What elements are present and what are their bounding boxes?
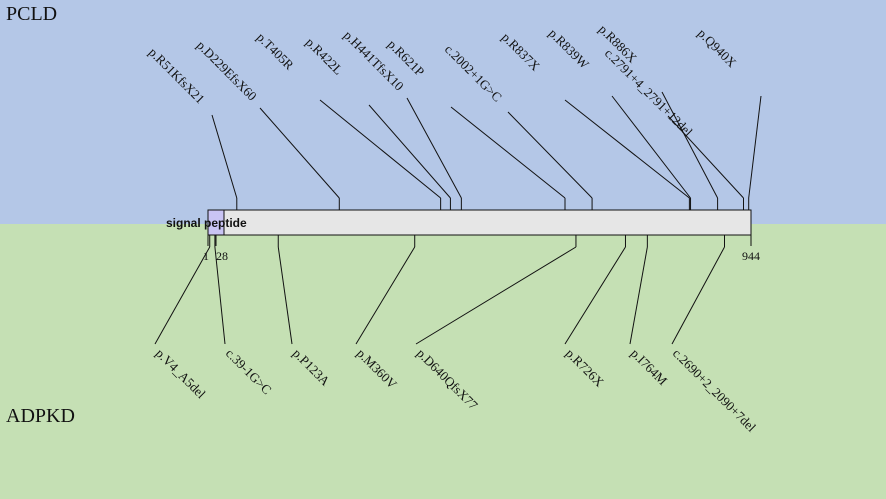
variant-leader-line	[415, 246, 577, 345]
variant-leader-line	[406, 97, 462, 199]
variant-leader-line	[611, 95, 691, 199]
protein-bar-group: signal peptide	[166, 209, 752, 236]
variant-leader-line	[564, 99, 690, 199]
variant-leader-line	[564, 246, 626, 345]
variant-leader-line	[661, 91, 719, 199]
position-label-start: 1	[203, 249, 209, 263]
variant-leader-line	[671, 246, 725, 345]
pcld-region-label: PCLD	[6, 3, 57, 25]
adpkd-region-background	[0, 224, 886, 499]
position-label-end: 944	[742, 249, 760, 263]
variant-leader-line	[319, 99, 441, 199]
variant-leader-line	[214, 246, 226, 345]
variant-leader-line	[450, 106, 566, 199]
variant-leader-line	[355, 246, 416, 345]
variant-leader-line	[368, 104, 451, 199]
variant-leader-line	[748, 95, 762, 199]
variant-leader-line	[211, 114, 238, 199]
protein-bar	[207, 209, 752, 236]
position-label-28: 28	[216, 249, 228, 263]
variant-leader-line	[629, 246, 648, 345]
variant-leader-line	[277, 246, 293, 345]
adpkd-region-label: ADPKD	[6, 405, 75, 427]
variant-leader-line	[507, 111, 593, 199]
variant-leader-line	[154, 246, 211, 345]
variant-leader-line	[259, 107, 340, 199]
signal-peptide-label: signal peptide	[166, 216, 247, 230]
pcld-region-background	[0, 0, 886, 224]
variant-leader-line	[667, 115, 744, 199]
